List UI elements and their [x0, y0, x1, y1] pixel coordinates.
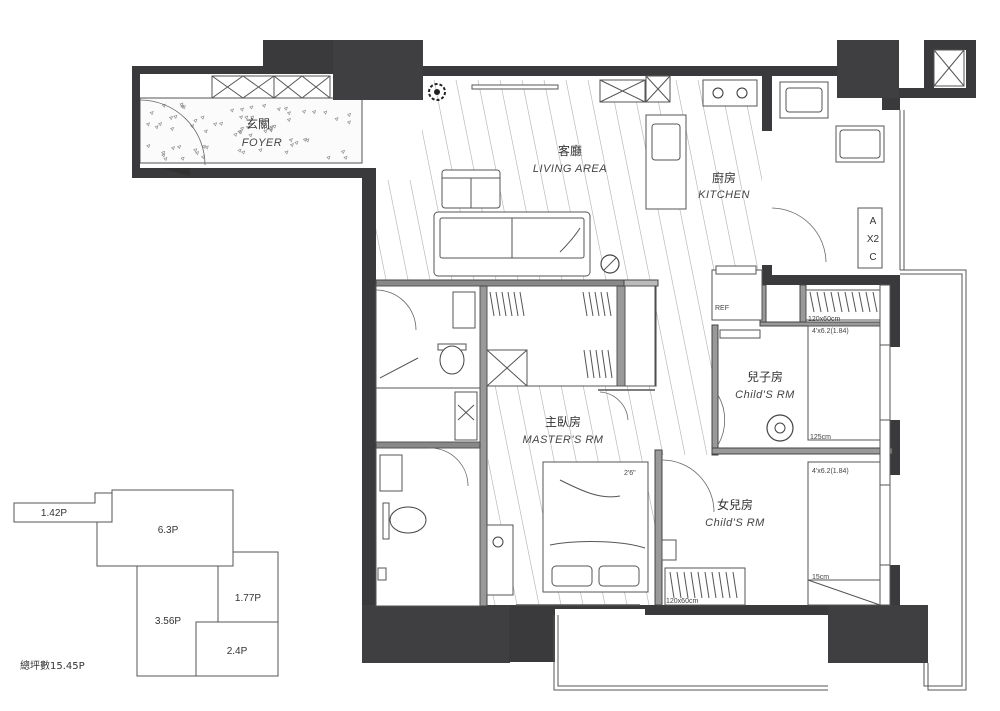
key-area-2: 6.3P	[158, 525, 179, 536]
son-room-label-en: Child'S RM	[735, 389, 795, 401]
key-plan-block-5	[195, 621, 279, 677]
master-label-en: MASTER'S RM	[523, 434, 604, 446]
stove-icon	[702, 79, 758, 107]
toilet-icon-2	[382, 502, 427, 540]
kitchen-label-zh: 廚房	[712, 170, 736, 185]
daughter-room: 120x60cm 4'x6.2(1.84) 15cm	[661, 459, 891, 606]
master-label-zh: 主臥房	[545, 414, 581, 429]
plant-icon	[428, 83, 446, 101]
fridge-label: REF	[715, 305, 729, 312]
walls	[132, 40, 976, 663]
daughter-room-label-en: Child'S RM	[705, 517, 765, 529]
key-plan-block-2	[96, 489, 234, 567]
key-area-5: 2.4P	[227, 646, 248, 657]
foyer-terrazzo	[145, 102, 352, 162]
wardrobe-hangers	[489, 291, 613, 379]
bathrooms	[375, 285, 481, 607]
son-dimension-side: 125cm	[810, 434, 831, 441]
son-dimension-top: 4'x6.2(1.84)	[812, 328, 849, 335]
foyer-cabinets	[139, 75, 331, 176]
son-dimension-width: 120x60cm	[808, 316, 840, 323]
key-area-1: 1.42P	[41, 508, 67, 519]
daughter-dimension-top: 4'x6.2(1.84)	[812, 468, 849, 475]
key-plan: 1.42P 6.3P 1.77P 3.56P 2.4P 總坪數15.45P	[13, 489, 279, 677]
key-plan-block-3	[217, 551, 279, 623]
key-area-4: 3.56P	[155, 616, 181, 627]
son-room: 120x60cm 4'x6.2(1.84) 125cm	[719, 289, 891, 442]
daughter-room-label-zh: 女兒房	[717, 497, 753, 512]
key-total: 總坪數15.45P	[20, 659, 85, 672]
living-label-zh: 客廳	[558, 143, 582, 158]
double-bed	[542, 461, 649, 593]
armchair	[441, 169, 501, 209]
key-area-3: 1.77P	[235, 593, 261, 604]
ac-label-c: C	[869, 252, 876, 263]
master-bedroom: 2'6"	[486, 285, 656, 606]
son-room-label-zh: 兒子房	[747, 369, 783, 384]
desk-lamp-icon	[766, 414, 794, 442]
ac-label-x2: X2	[867, 234, 880, 245]
sink-icon	[651, 123, 681, 161]
daughter-dimension-width: 120x60cm	[666, 598, 698, 605]
kitchen-label-en: KITCHEN	[698, 189, 750, 201]
wardrobe-hangers-daughter	[669, 571, 738, 599]
balconies	[553, 49, 967, 691]
living-label-en: LIVING AREA	[533, 163, 607, 175]
kitchen-fixtures	[645, 75, 885, 321]
foyer-floor	[139, 97, 363, 164]
daughter-dimension-side: 15cm	[812, 574, 829, 581]
foyer-label-zh: 玄關	[246, 116, 270, 131]
foyer-label-en: FOYER	[242, 137, 282, 149]
ac-label-a: A	[870, 216, 877, 227]
sofa	[433, 211, 591, 277]
living-area	[428, 79, 646, 277]
wardrobe-hangers-son	[809, 291, 878, 313]
toilet-icon	[437, 343, 467, 375]
bed-dimension: 2'6"	[624, 470, 636, 477]
lamp-icon	[600, 254, 620, 274]
